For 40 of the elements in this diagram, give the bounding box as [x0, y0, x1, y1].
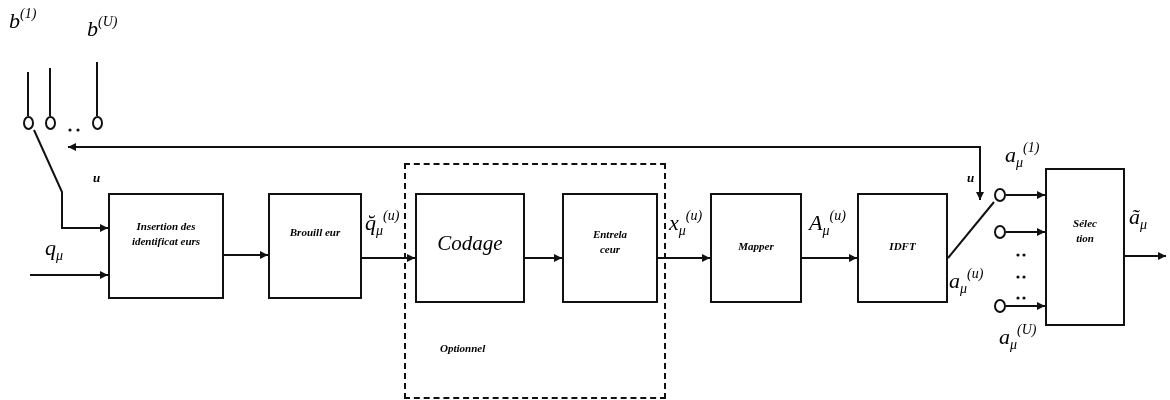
box-label: Codage: [436, 231, 504, 256]
switch-contact: [994, 188, 1006, 202]
control-label: u: [966, 169, 976, 187]
box-label: Mapper: [737, 239, 775, 254]
process-box: [108, 193, 224, 299]
box-label: IDFT: [888, 239, 917, 254]
process-box: [562, 193, 658, 303]
process-box: [415, 193, 525, 303]
box-label: Sélec tion: [1072, 216, 1098, 246]
arrow: [67, 143, 984, 201]
arrow: [1005, 228, 1046, 236]
process-box: [710, 193, 802, 303]
switch-contact: [45, 116, 56, 130]
arrow: [223, 251, 269, 259]
process-box: [857, 193, 948, 303]
connector-line: [49, 67, 51, 117]
box-label: Brouill eur: [288, 225, 342, 240]
arrow: [801, 254, 858, 262]
connector-line: [96, 61, 98, 117]
arrow: [361, 254, 416, 262]
switch-contact: [92, 116, 103, 130]
box-label: Insertion des identificat eurs: [130, 219, 202, 249]
arrow: [1005, 191, 1046, 199]
group-label: Optionnel: [439, 341, 487, 356]
connector-line: [27, 71, 29, 117]
process-box: [1045, 168, 1125, 326]
box-label: Entrela ceur: [591, 227, 629, 257]
arrow: [29, 271, 109, 279]
optional-group-box: [404, 163, 666, 399]
switch-contact: [994, 225, 1006, 239]
arrow: [1124, 252, 1167, 260]
process-box: [268, 193, 362, 299]
arrow: [657, 254, 711, 262]
arrow: [1005, 302, 1046, 310]
connector-line: [947, 201, 995, 259]
arrow: [33, 129, 109, 232]
switch-contact: [23, 116, 34, 130]
control-label: u: [92, 169, 102, 187]
arrow: [524, 254, 563, 262]
switch-contact: [994, 299, 1006, 313]
